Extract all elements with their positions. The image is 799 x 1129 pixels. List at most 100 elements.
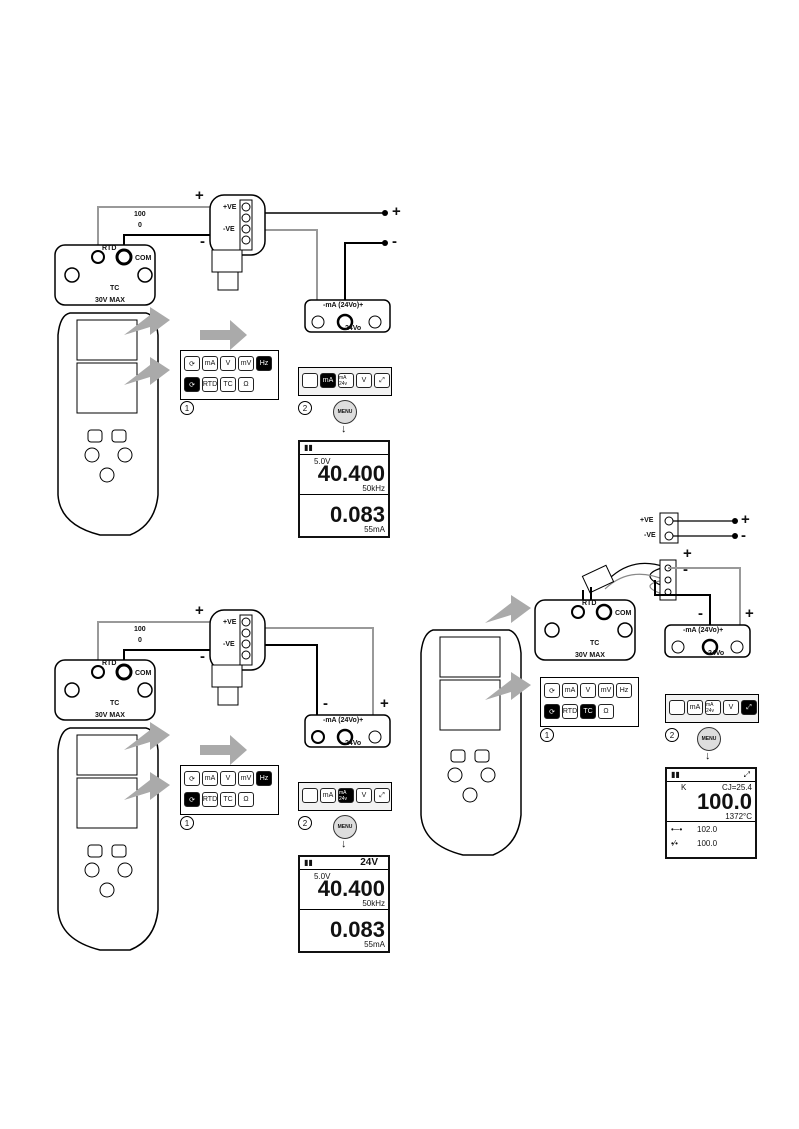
- ve-neg-label: -VE: [223, 226, 235, 233]
- output-key[interactable]: ⟳: [544, 704, 560, 719]
- max-rating-label: 30V MAX: [95, 712, 125, 719]
- main-reading: 100.0: [696, 789, 752, 814]
- cj-text: CJ=25.4: [721, 783, 752, 792]
- key-v-mode[interactable]: V: [723, 700, 739, 715]
- diagram-panel-1: + - + - +VE -VE 100 0 RTD COM TC 30V MAX…: [40, 185, 401, 540]
- key-ma-mode[interactable]: mA: [687, 700, 703, 715]
- step-1-marker: 1: [180, 401, 194, 415]
- menu-ok-button[interactable]: MENU: [333, 400, 357, 424]
- key-mv[interactable]: mV: [238, 356, 254, 371]
- key-v[interactable]: V: [220, 771, 236, 786]
- lower-range: 55mA: [364, 525, 385, 534]
- down-arrow-icon: ↓: [341, 838, 347, 850]
- minus-sign-right: -: [392, 233, 397, 250]
- minus-sign: -: [200, 233, 205, 250]
- wiring-diagram-1: [54, 194, 391, 536]
- plus-sign-strip: +: [683, 545, 692, 562]
- key-tc[interactable]: TC: [220, 377, 236, 392]
- step-2-marker: 2: [665, 728, 679, 742]
- rtd-label: RTD: [102, 245, 117, 252]
- key-ma24v-mode[interactable]: mA 24v: [338, 788, 354, 803]
- key-hz[interactable]: Hz: [256, 356, 272, 371]
- key-ohm[interactable]: Ω: [598, 704, 614, 719]
- tc-label: TC: [110, 700, 120, 707]
- key-tc[interactable]: TC: [580, 704, 596, 719]
- key-ma[interactable]: mA: [202, 356, 218, 371]
- key-ohm[interactable]: Ω: [238, 377, 254, 392]
- tc-label: TC: [110, 285, 120, 292]
- source-measure-key[interactable]: ⟳: [544, 683, 560, 698]
- main-reading: 40.400: [317, 876, 385, 901]
- top-value-text: 5.0V: [314, 872, 331, 881]
- battery-icon: ▮▮: [304, 443, 313, 452]
- ramp-key[interactable]: ⤢: [741, 700, 757, 715]
- wiring-diagram-3: [420, 512, 751, 856]
- key-v[interactable]: V: [580, 683, 596, 698]
- key-ma[interactable]: mA: [202, 771, 218, 786]
- key-v-mode[interactable]: V: [356, 373, 372, 388]
- down-arrow-icon: ↓: [705, 750, 711, 762]
- menu-ok-button[interactable]: MENU: [697, 727, 721, 751]
- function-keypad: ⟳ mA V mV Hz ⟳ RTD TC Ω: [540, 677, 639, 727]
- ma-24vo-label: -mA (24Vo)+: [323, 717, 364, 724]
- key-rtd[interactable]: RTD: [202, 377, 218, 392]
- main-range: 50kHz: [362, 484, 385, 493]
- plus-sign: +: [741, 511, 750, 528]
- com-label: COM: [615, 610, 632, 617]
- blank-key[interactable]: [669, 700, 685, 715]
- max-rating-label: 30V MAX: [575, 652, 605, 659]
- output-key[interactable]: ⟳: [184, 377, 200, 392]
- lower-reading: 0.083: [329, 917, 385, 942]
- ma-24vo-label: -mA (24Vo)+: [683, 627, 724, 634]
- key-ma-mode[interactable]: mA: [320, 373, 336, 388]
- key-mv[interactable]: mV: [238, 771, 254, 786]
- max-rating-label: 30V MAX: [95, 297, 125, 304]
- menu-ok-button[interactable]: MENU: [333, 815, 357, 839]
- key-hz[interactable]: Hz: [616, 683, 632, 698]
- blank-key[interactable]: [302, 788, 318, 803]
- minus-sign-controller: -: [323, 695, 328, 712]
- key-ma24v-mode[interactable]: mA 24v: [705, 700, 721, 715]
- top-value-text: 5.0V: [314, 457, 331, 466]
- step-2-marker: 2: [298, 401, 312, 415]
- key-v[interactable]: V: [220, 356, 236, 371]
- lower-reading: 0.083: [329, 502, 385, 527]
- ve-pos-label: +VE: [223, 204, 237, 211]
- key-mv[interactable]: mV: [598, 683, 614, 698]
- blank-key[interactable]: [302, 373, 318, 388]
- calibrator-display-1: ▮▮ 5.0V 40.400 50kHz 0.083 55mA: [298, 440, 390, 538]
- key-tc[interactable]: TC: [220, 792, 236, 807]
- minus-sign: -: [200, 648, 205, 665]
- tc-type-text: K: [681, 783, 687, 792]
- value-1-text: 102.0: [697, 825, 718, 834]
- key-rtd[interactable]: RTD: [202, 792, 218, 807]
- key-ohm[interactable]: Ω: [238, 792, 254, 807]
- ramp-key[interactable]: ⤢: [374, 373, 390, 388]
- v24o-label: 24Vo: [708, 650, 725, 657]
- source-measure-key[interactable]: ⟳: [184, 356, 200, 371]
- diagram-panel-3: +VE -VE + - + - - + RTD COM TC 30V MAX -…: [415, 505, 795, 865]
- key-ma-mode[interactable]: mA: [320, 788, 336, 803]
- key-v-mode[interactable]: V: [356, 788, 372, 803]
- calibrator-display-2: ▮▮ 24V 5.0V 40.400 50kHz 0.083 55mA: [298, 855, 390, 953]
- key-rtd[interactable]: RTD: [562, 704, 578, 719]
- key-ma24v-mode[interactable]: mA 24v: [338, 373, 354, 388]
- minus-sign-strip: -: [683, 561, 688, 578]
- mode-keypad: mA mA 24v V ⤢: [298, 782, 392, 811]
- battery-icon: ▮▮: [671, 770, 680, 779]
- ve-neg-label: -VE: [644, 532, 656, 539]
- source-measure-key[interactable]: ⟳: [184, 771, 200, 786]
- output-key[interactable]: ⟳: [184, 792, 200, 807]
- down-arrow-icon: ↓: [341, 423, 347, 435]
- function-keypad: ⟳ mA V mV Hz ⟳ RTD TC Ω: [180, 350, 279, 400]
- range-100-label: 100: [134, 211, 146, 218]
- key-hz[interactable]: Hz: [256, 771, 272, 786]
- plus-sign: +: [195, 602, 204, 619]
- ve-pos-label: +VE: [223, 619, 237, 626]
- plus-sign: +: [195, 187, 204, 204]
- ramp-key[interactable]: ⤢: [374, 788, 390, 803]
- wiring-diagram-2: [54, 609, 391, 951]
- key-ma[interactable]: mA: [562, 683, 578, 698]
- range-0-label: 0: [138, 637, 142, 644]
- step-1-marker: 1: [540, 728, 554, 742]
